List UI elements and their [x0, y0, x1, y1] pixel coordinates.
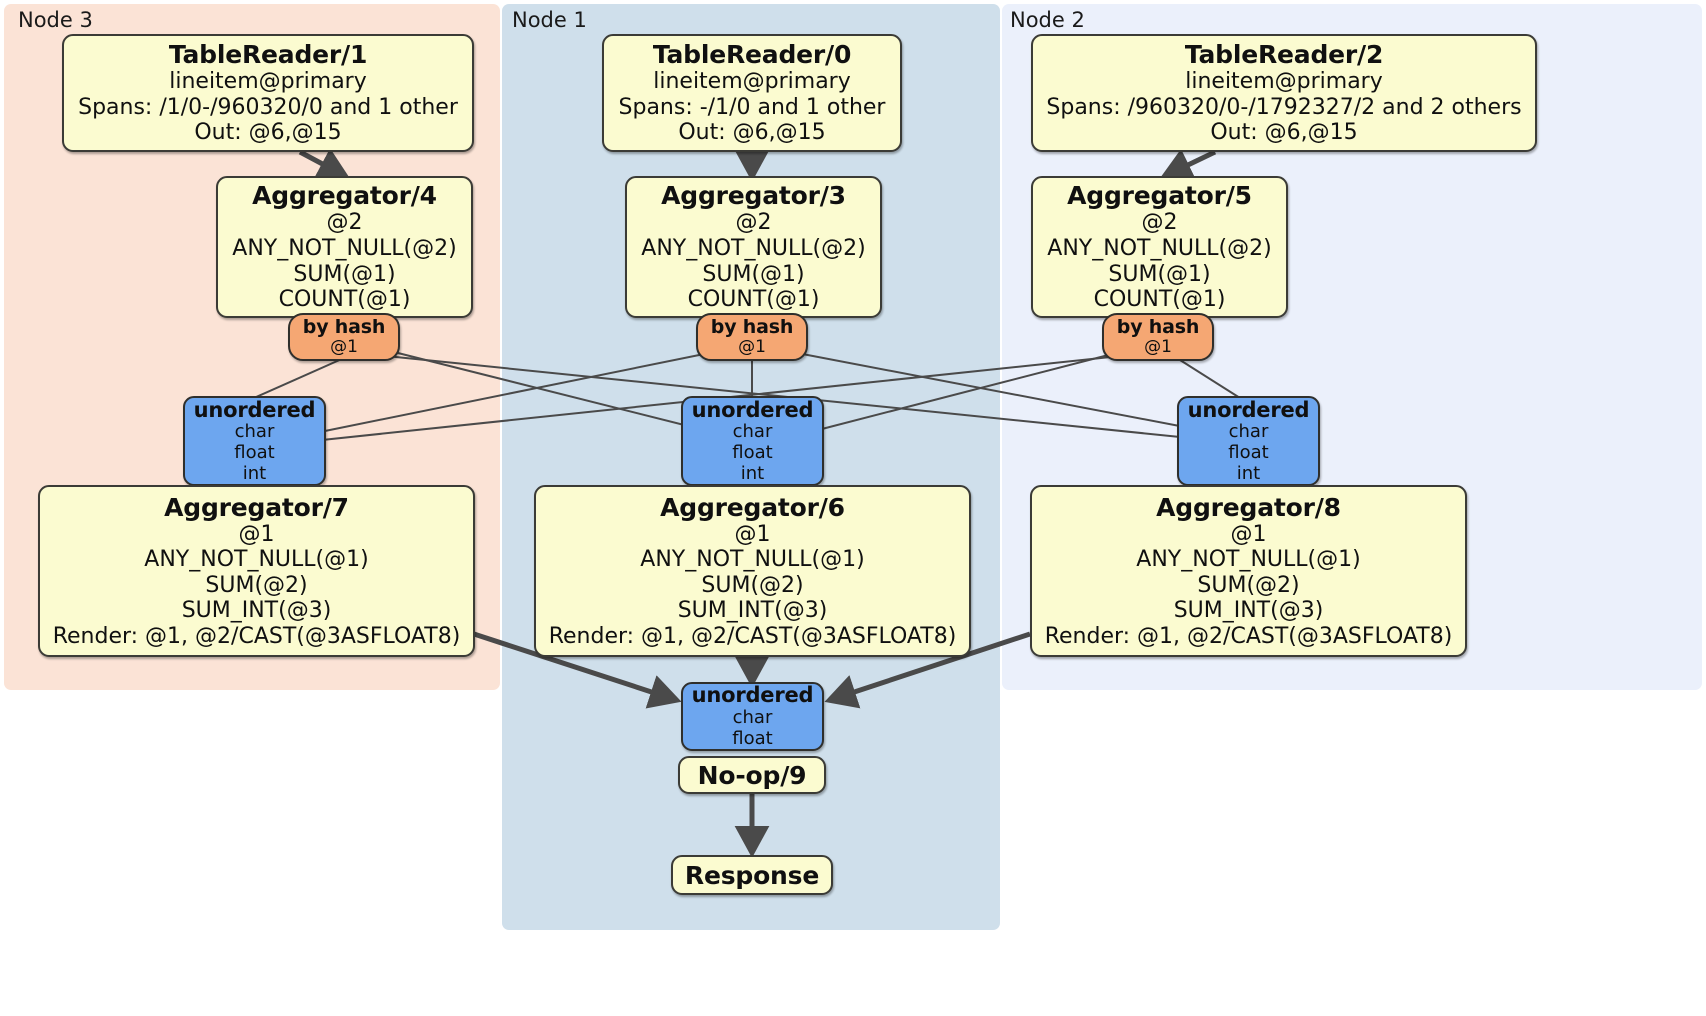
box-line: @1 [238, 521, 275, 547]
sync-title: unordered [691, 683, 814, 708]
box-line: Render: @1, @2/CAST(@3ASFLOAT8) [548, 623, 957, 649]
router-line: @1 [738, 337, 766, 358]
sync-line: char [1228, 420, 1269, 442]
box-line: Spans: /1/0-/960320/0 and 1 other [78, 94, 458, 120]
sync-line: char [234, 420, 275, 442]
processor-response[interactable]: Response [671, 855, 833, 895]
box-line: @2 [1141, 210, 1178, 236]
sync-line: char [732, 420, 773, 442]
box-title: Aggregator/4 [252, 181, 437, 211]
box-line: Spans: /960320/0-/1792327/2 and 2 others [1046, 94, 1522, 120]
box-line: Render: @1, @2/CAST(@3ASFLOAT8) [1044, 623, 1453, 649]
router-by-hash-4[interactable]: by hash @1 [288, 313, 400, 361]
node-panel-label-node2: Node 2 [1010, 8, 1085, 32]
box-line: SUM(@2) [701, 572, 804, 598]
processor-table-reader-0[interactable]: TableReader/0 lineitem@primary Spans: -/… [602, 34, 902, 152]
box-title: TableReader/0 [652, 40, 852, 70]
box-line: ANY_NOT_NULL(@2) [641, 235, 866, 261]
box-line: @2 [735, 210, 772, 236]
sync-line: int [1236, 462, 1261, 484]
processor-aggregator-6[interactable]: Aggregator/6 @1 ANY_NOT_NULL(@1) SUM(@2)… [534, 485, 971, 657]
box-title: Aggregator/6 [660, 492, 845, 522]
box-line: COUNT(@1) [278, 287, 411, 313]
processor-aggregator-3[interactable]: Aggregator/3 @2 ANY_NOT_NULL(@2) SUM(@1)… [625, 176, 882, 318]
box-title: Aggregator/3 [661, 181, 846, 211]
box-line: @1 [1230, 521, 1267, 547]
box-line: SUM(@2) [1197, 572, 1300, 598]
box-line: SUM(@1) [1108, 261, 1211, 287]
box-line: Out: @6,@15 [678, 120, 826, 146]
box-line: ANY_NOT_NULL(@2) [1047, 235, 1272, 261]
box-line: ANY_NOT_NULL(@1) [1136, 547, 1361, 573]
sync-line: int [740, 462, 765, 484]
processor-aggregator-8[interactable]: Aggregator/8 @1 ANY_NOT_NULL(@1) SUM(@2)… [1030, 485, 1467, 657]
box-title: TableReader/2 [1184, 40, 1384, 70]
box-line: SUM_INT(@3) [677, 598, 828, 624]
box-line: lineitem@primary [1185, 69, 1383, 95]
processor-table-reader-2[interactable]: TableReader/2 lineitem@primary Spans: /9… [1031, 34, 1537, 152]
sync-title: unordered [193, 397, 316, 422]
processor-aggregator-5[interactable]: Aggregator/5 @2 ANY_NOT_NULL(@2) SUM(@1)… [1031, 176, 1288, 318]
synchronizer-unordered-6[interactable]: unordered char float int [681, 396, 824, 486]
box-title: Response [684, 860, 820, 890]
box-line: lineitem@primary [169, 69, 367, 95]
box-line: @1 [734, 521, 771, 547]
node-panel-label-node1: Node 1 [512, 8, 587, 32]
router-by-hash-3[interactable]: by hash @1 [696, 313, 808, 361]
box-line: lineitem@primary [653, 69, 851, 95]
sync-line: float [732, 727, 773, 749]
processor-table-reader-1[interactable]: TableReader/1 lineitem@primary Spans: /1… [62, 34, 474, 152]
box-line: Out: @6,@15 [194, 120, 342, 146]
processor-aggregator-7[interactable]: Aggregator/7 @1 ANY_NOT_NULL(@1) SUM(@2)… [38, 485, 475, 657]
synchronizer-unordered-final[interactable]: unordered char float [681, 682, 824, 751]
sync-line: float [234, 441, 275, 463]
box-line: SUM_INT(@3) [181, 598, 332, 624]
router-by-hash-5[interactable]: by hash @1 [1102, 313, 1214, 361]
box-title: No-op/9 [697, 760, 807, 790]
router-title: by hash [1116, 316, 1200, 339]
box-title: Aggregator/8 [1156, 492, 1341, 522]
box-line: Render: @1, @2/CAST(@3ASFLOAT8) [52, 623, 461, 649]
box-line: ANY_NOT_NULL(@2) [232, 235, 457, 261]
sync-line: char [732, 706, 773, 728]
box-title: Aggregator/5 [1067, 181, 1252, 211]
synchronizer-unordered-7[interactable]: unordered char float int [183, 396, 326, 486]
box-line: Out: @6,@15 [1210, 120, 1358, 146]
synchronizer-unordered-8[interactable]: unordered char float int [1177, 396, 1320, 486]
box-line: SUM(@2) [205, 572, 308, 598]
router-title: by hash [302, 316, 386, 339]
box-line: SUM(@1) [702, 261, 805, 287]
processor-no-op-9[interactable]: No-op/9 [678, 756, 826, 794]
box-line: SUM(@1) [293, 261, 396, 287]
router-title: by hash [710, 316, 794, 339]
box-line: SUM_INT(@3) [1173, 598, 1324, 624]
router-line: @1 [330, 337, 358, 358]
box-line: ANY_NOT_NULL(@1) [640, 547, 865, 573]
sync-line: float [732, 441, 773, 463]
sync-title: unordered [691, 397, 814, 422]
node-panel-label-node3: Node 3 [18, 8, 93, 32]
box-title: Aggregator/7 [164, 492, 349, 522]
box-line: COUNT(@1) [687, 287, 820, 313]
box-line: @2 [326, 210, 363, 236]
router-line: @1 [1144, 337, 1172, 358]
sync-line: int [242, 462, 267, 484]
box-line: COUNT(@1) [1093, 287, 1226, 313]
sync-line: float [1228, 441, 1269, 463]
box-title: TableReader/1 [168, 40, 368, 70]
processor-aggregator-4[interactable]: Aggregator/4 @2 ANY_NOT_NULL(@2) SUM(@1)… [216, 176, 473, 318]
box-line: Spans: -/1/0 and 1 other [618, 94, 886, 120]
sync-title: unordered [1187, 397, 1310, 422]
box-line: ANY_NOT_NULL(@1) [144, 547, 369, 573]
